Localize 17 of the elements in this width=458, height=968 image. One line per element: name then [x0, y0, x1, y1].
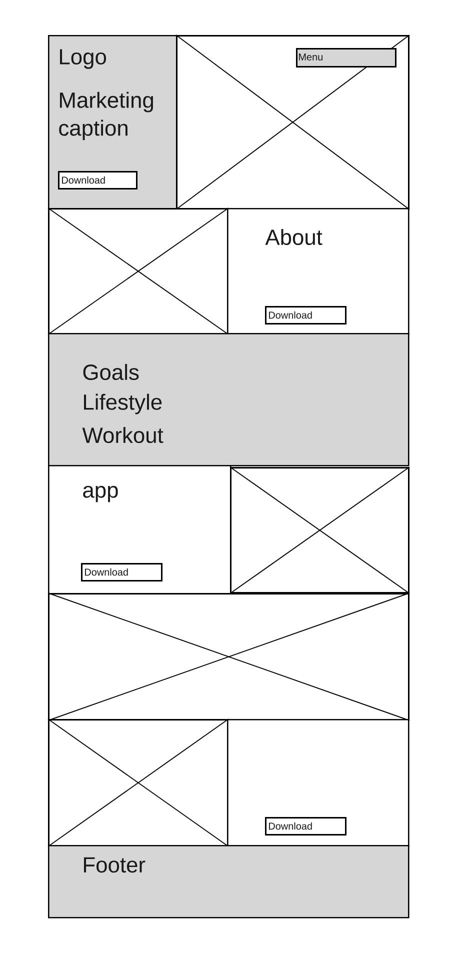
- heading-text: Logo: [60, 49, 106, 69]
- heading-text: Lifestyle: [84, 394, 162, 414]
- heading-text: Goals: [83, 364, 139, 380]
- button: Download: [265, 817, 346, 836]
- heading-text: Footer: [84, 857, 146, 873]
- image-placeholder: [48, 208, 229, 335]
- button: Menu: [296, 48, 396, 68]
- section-panel: [227, 719, 410, 846]
- image-placeholder: [230, 466, 410, 594]
- button: Download: [81, 563, 162, 582]
- button: Download: [265, 306, 346, 324]
- heading-text: Marketing caption: [59, 92, 153, 140]
- button: Download: [58, 171, 138, 190]
- heading-text: Workout: [82, 426, 164, 444]
- heading-text: app: [83, 486, 118, 502]
- image-placeholder: [48, 718, 229, 847]
- heading-text: About: [265, 228, 322, 246]
